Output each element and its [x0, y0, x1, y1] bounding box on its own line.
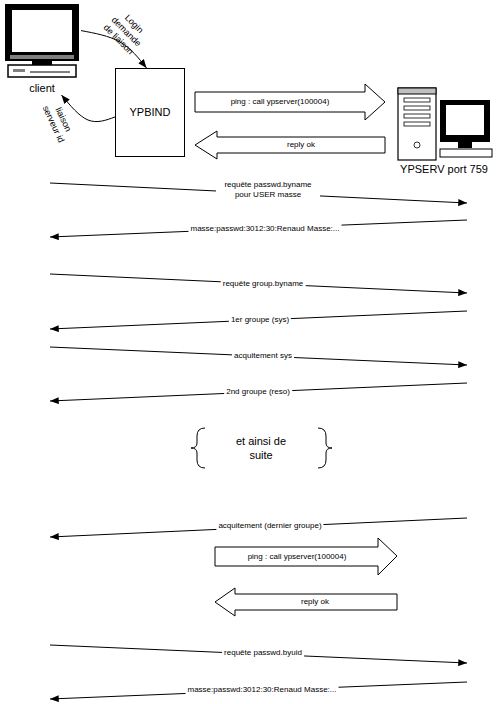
server-icon — [398, 88, 492, 160]
message-line — [50, 383, 467, 401]
server-monitor-stand — [458, 142, 472, 148]
connectors — [62, 31, 386, 159]
message-line — [50, 347, 467, 365]
message-label: masse:passwd:3012:30:Renaud Masse:... — [189, 224, 342, 234]
tower-top — [398, 88, 436, 94]
right-brace — [318, 428, 332, 468]
node-label: YPSERV port 759 — [400, 163, 488, 176]
message-label: requête group.byname — [221, 279, 306, 289]
server-tower — [398, 88, 436, 160]
message-label: 1er groupe (sys) — [229, 315, 291, 325]
message-label: acquitement (dernier groupe) — [216, 521, 323, 531]
left-brace — [191, 428, 205, 468]
message-label: requête passwd.byname pour USER masse — [216, 180, 320, 200]
block-arrow — [195, 131, 385, 159]
process-box: YPBIND — [115, 68, 185, 157]
braces — [191, 428, 332, 468]
drive-slot — [404, 106, 430, 110]
edge-label: reply ok — [287, 140, 315, 150]
curved-arrow — [62, 95, 116, 122]
message-label: reply ok — [301, 597, 329, 607]
block-arrow-left — [215, 588, 397, 616]
monitor-strip — [10, 55, 74, 59]
drive-slot — [404, 114, 430, 118]
message-line — [50, 518, 467, 537]
power-button — [414, 142, 420, 148]
server-monitor-screen — [446, 105, 484, 135]
monitor-screen — [12, 10, 72, 52]
message-label: 2nd groupe (reso) — [224, 387, 292, 397]
drive-slot — [404, 122, 430, 126]
drive-slot — [404, 98, 430, 102]
message-line — [50, 220, 467, 237]
server-monitor-frame — [440, 100, 490, 142]
server-computer: YPSERV port 759 — [395, 86, 493, 176]
edge-label: Login demande de liaison — [98, 4, 154, 60]
node-label: YPBIND — [130, 106, 171, 119]
edge-label: ping : call ypserver(100004) — [231, 97, 330, 107]
edge-label: liaison serveur id — [38, 96, 78, 149]
message-line — [50, 311, 467, 329]
server-keyboard — [440, 149, 492, 157]
block-arrow — [195, 84, 385, 120]
message-line — [50, 682, 467, 699]
block-arrow-right — [215, 538, 397, 575]
note-text: et ainsi de suite — [235, 434, 287, 462]
keyboard — [8, 65, 76, 77]
message-lines — [50, 183, 467, 699]
message-label: masse:passwd:3012:30:Renaud Masse:... — [186, 685, 339, 695]
message-label: acquitement sys — [232, 351, 294, 361]
node-label: client — [29, 82, 55, 95]
keyboard-keys — [30, 72, 70, 73]
message-label: ping : call ypserver(100004) — [248, 552, 347, 562]
message-line — [50, 645, 467, 663]
lower-block-arrows — [215, 538, 397, 616]
client-icon — [5, 4, 79, 77]
keyboard-key — [13, 69, 25, 72]
monitor-frame — [5, 4, 79, 61]
client-computer: client — [3, 3, 81, 95]
message-label: requête passwd.byuid — [222, 648, 304, 658]
message-line — [50, 274, 467, 293]
